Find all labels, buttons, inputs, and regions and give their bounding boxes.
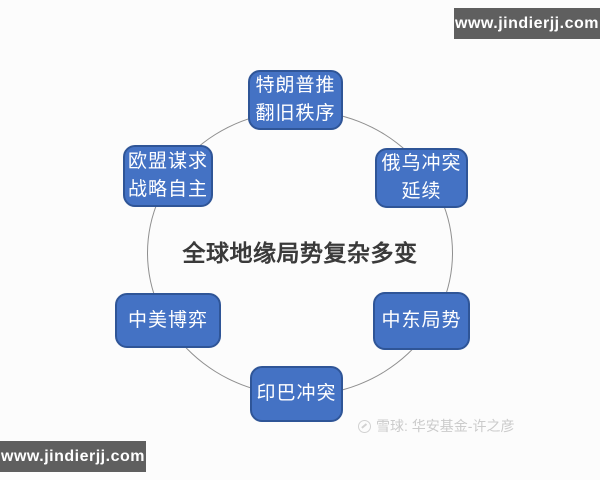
node-eu-strategic-autonomy: 欧盟谋求 战略自主 bbox=[123, 145, 213, 207]
diagram-center-title: 全球地缘局势复杂多变 bbox=[182, 240, 418, 266]
node-russia-ukraine-conflict: 俄乌冲突 延续 bbox=[375, 148, 468, 208]
watermark: 雪球: 华安基金-许之彦 bbox=[358, 416, 514, 436]
node-trump-overturns-old-order: 特朗普推 翻旧秩序 bbox=[248, 70, 343, 130]
node-middle-east-situation: 中东局势 bbox=[373, 292, 470, 350]
xueqiu-logo-icon bbox=[358, 419, 371, 433]
watermark-text: 雪球: 华安基金-许之彦 bbox=[376, 418, 515, 434]
node-india-pakistan-conflict: 印巴冲突 bbox=[250, 366, 343, 422]
site-banner-top-right: www.jindierjj.com bbox=[454, 8, 600, 39]
site-url: www.jindierjj.com bbox=[1, 447, 145, 465]
site-url: www.jindierjj.com bbox=[455, 14, 599, 32]
node-china-us-rivalry: 中美博弈 bbox=[115, 293, 221, 348]
site-banner-bottom-left: www.jindierjj.com bbox=[0, 441, 146, 472]
